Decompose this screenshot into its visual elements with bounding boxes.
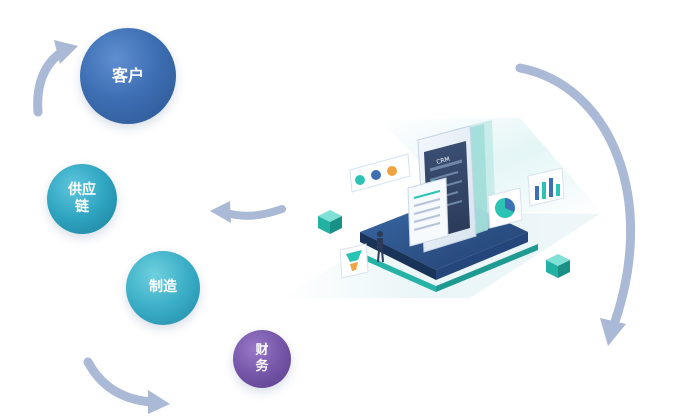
- pie-chart-card: [487, 187, 523, 229]
- cycle-arrow-bottom: [83, 357, 170, 414]
- node-finance: 财 务: [233, 330, 291, 388]
- cycle-arrow-middle: [210, 201, 286, 223]
- node-customer: 客户: [80, 28, 176, 124]
- bar-chart-card: [527, 167, 565, 207]
- cycle-arrow-right: [515, 63, 636, 346]
- user-icons-card: [349, 153, 411, 193]
- cycle-arrow-top-left: [33, 40, 78, 117]
- teal-cube-right: [546, 254, 570, 278]
- funnel-card: [339, 243, 369, 279]
- crm-isometric-illustration: [282, 118, 600, 298]
- floating-list-card: [407, 177, 449, 247]
- teal-cube-left: [318, 210, 342, 234]
- node-supply-chain: 供应 链: [47, 164, 117, 234]
- node-manufacturing: 制造: [126, 251, 200, 325]
- node-manufacturing-label: 制造: [149, 279, 177, 296]
- node-finance-label: 财 务: [255, 342, 269, 374]
- node-supply-chain-label: 供应 链: [68, 181, 96, 216]
- person-figure: [377, 231, 384, 263]
- node-customer-label: 客户: [111, 66, 144, 85]
